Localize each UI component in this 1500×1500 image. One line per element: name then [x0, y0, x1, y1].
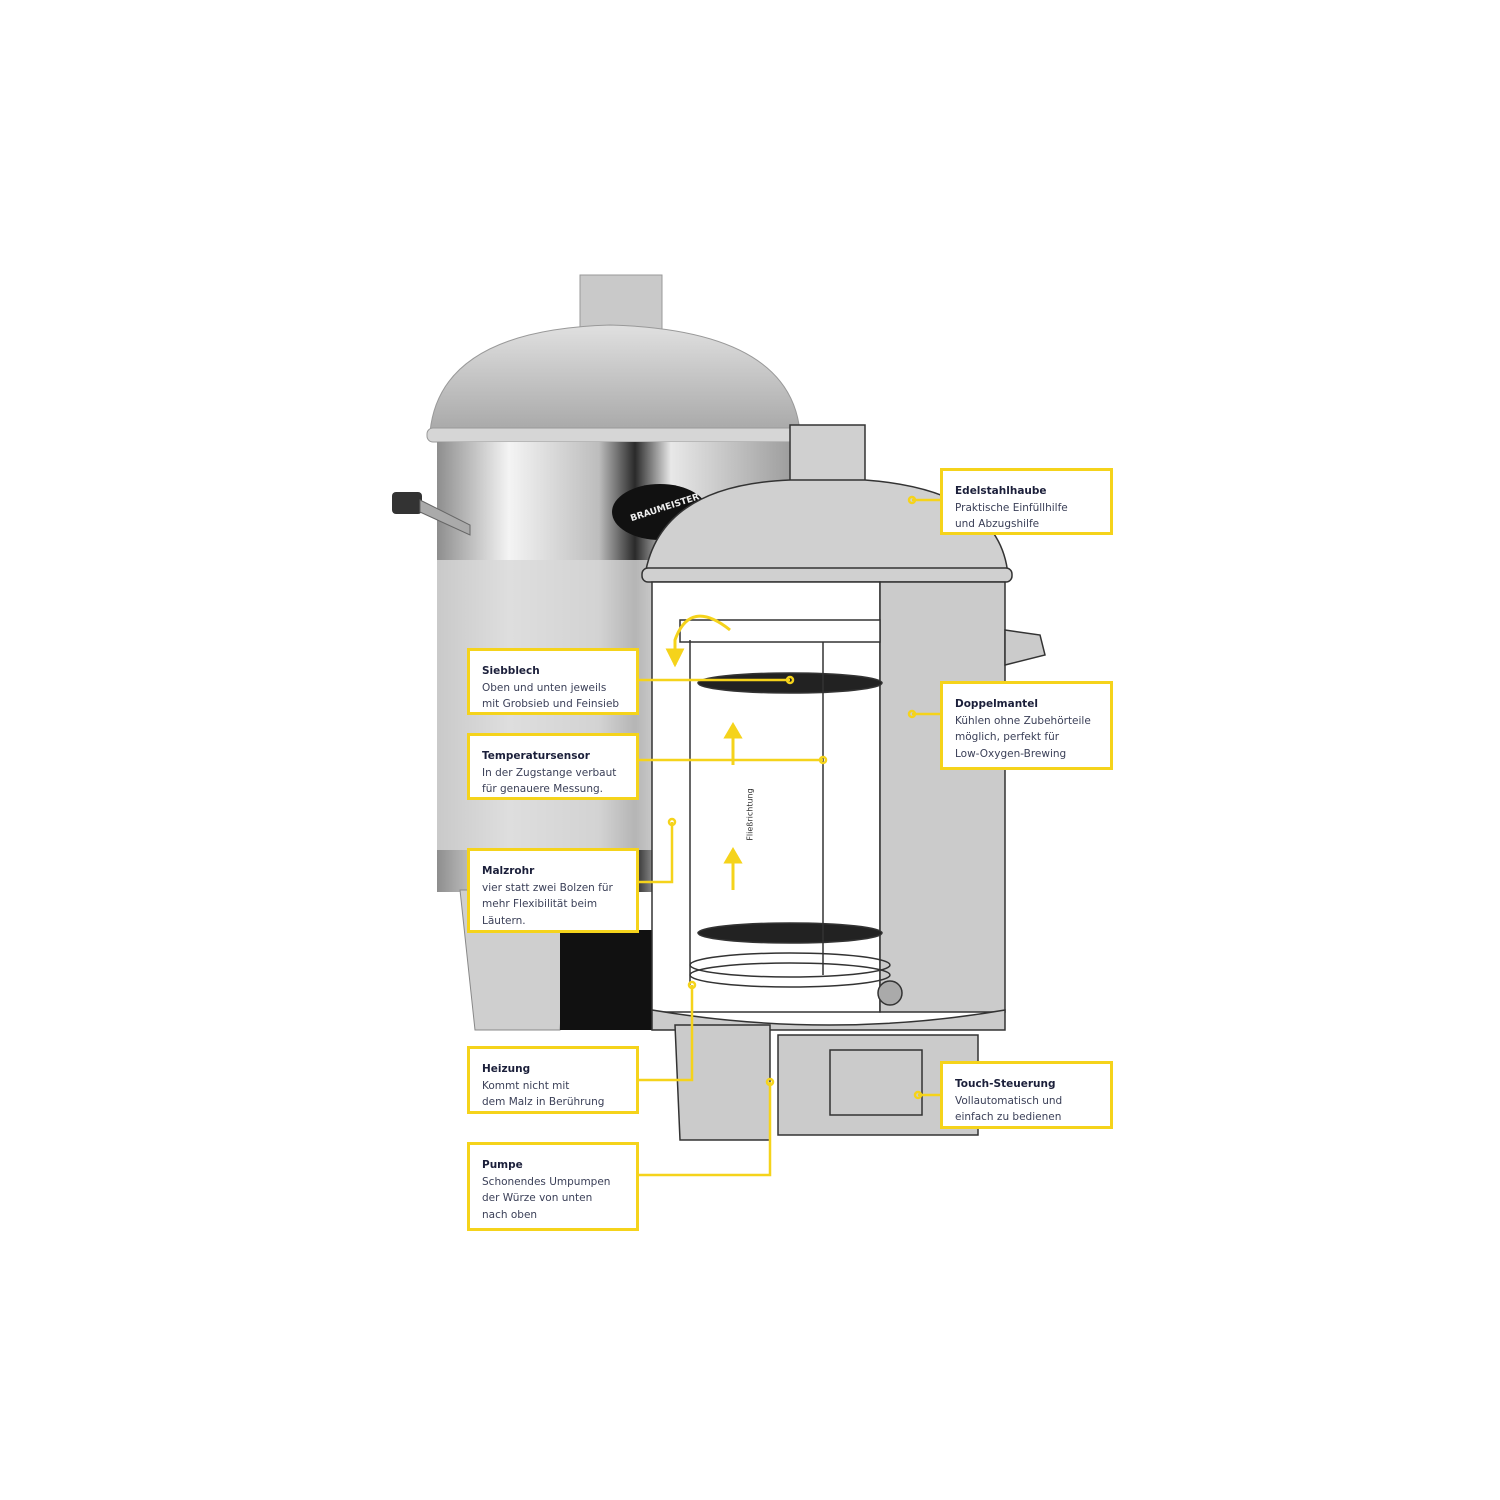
callout-text: Oben und unten jeweils mit Grobsieb und … [482, 681, 620, 711]
callout-heizung: Heizung Kommt nicht mit dem Malz in Berü… [467, 1046, 639, 1114]
callout-doppelmantel: Doppelmantel Kühlen ohne Zubehörteile mö… [940, 681, 1113, 770]
callout-text: Kommt nicht mit dem Malz in Berührung [482, 1079, 605, 1109]
callout-title: Edelstahlhaube [955, 485, 1047, 497]
cutaway-machine [641, 424, 1046, 1141]
callout-title: Siebblech [482, 665, 540, 677]
callout-text: vier statt zwei Bolzen für mehr Flexibil… [482, 881, 613, 927]
callout-title: Doppelmantel [955, 698, 1038, 710]
callout-edelstahlhaube: Edelstahlhaube Praktische Einfüllhilfe u… [940, 468, 1113, 535]
callout-text: In der Zugstange verbaut für genauere Me… [482, 766, 617, 796]
callout-text: Kühlen ohne Zubehörteile möglich, perfek… [955, 714, 1091, 760]
callout-temperatursensor: Temperatursensor In der Zugstange verbau… [467, 733, 639, 800]
callout-title: Malzrohr [482, 865, 535, 877]
callout-text: Schonendes Umpumpen der Würze von unten … [482, 1175, 611, 1221]
callout-title: Heizung [482, 1063, 531, 1075]
callout-siebblech: Siebblech Oben und unten jeweils mit Gro… [467, 648, 639, 715]
callout-text: Praktische Einfüllhilfe und Abzugshilfe [955, 501, 1068, 531]
flow-direction-label: Fließrichtung [745, 788, 755, 841]
callout-title: Pumpe [482, 1159, 523, 1171]
callout-text: Vollautomatisch und einfach zu bedienen [955, 1094, 1063, 1124]
callout-pumpe: Pumpe Schonendes Umpumpen der Würze von … [467, 1142, 639, 1231]
callout-title: Touch-Steuerung [955, 1078, 1056, 1090]
leader-lines [638, 495, 940, 1177]
callout-touch-steuerung: Touch-Steuerung Vollautomatisch und einf… [940, 1061, 1113, 1129]
callout-malzrohr: Malzrohr vier statt zwei Bolzen für mehr… [467, 848, 639, 933]
callout-title: Temperatursensor [482, 750, 590, 762]
